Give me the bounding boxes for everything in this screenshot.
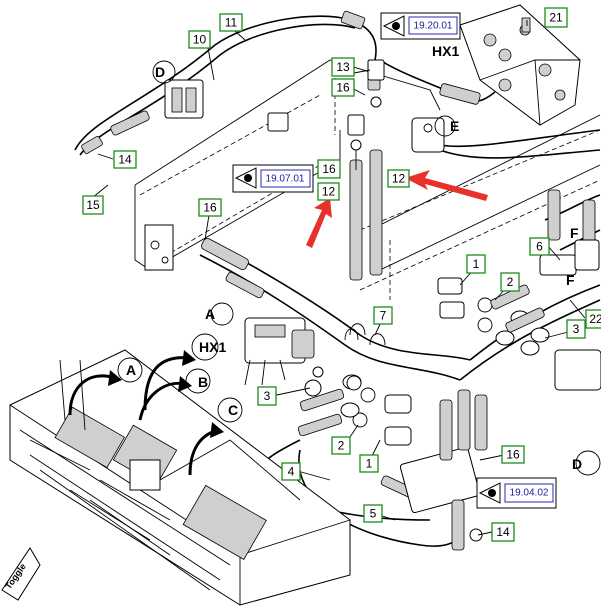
callout-2-right[interactable]: 2	[500, 272, 520, 292]
hose-clips	[344, 323, 386, 346]
svg-text:2: 2	[507, 275, 514, 289]
svg-text:16: 16	[322, 162, 336, 176]
svg-text:1: 1	[473, 257, 480, 271]
svg-text:14: 14	[496, 525, 510, 539]
callout-21[interactable]: 21	[544, 7, 568, 28]
svg-text:5: 5	[370, 507, 377, 521]
callout-14-top[interactable]: 14	[113, 150, 137, 169]
svg-text:10: 10	[193, 33, 207, 47]
ref-number-top: 19.20.01	[414, 21, 453, 32]
detail-a-motor	[244, 317, 362, 397]
callout-16-left[interactable]: 16	[198, 198, 222, 217]
overview-arrows	[68, 350, 224, 476]
red-arrows	[306, 170, 488, 248]
callout-10[interactable]: 10	[188, 30, 211, 49]
callout-12-left[interactable]: 12	[317, 182, 340, 201]
callout-16-bottom[interactable]: 16	[501, 445, 525, 464]
ref-box-mid[interactable]: 19.07.01	[232, 164, 314, 193]
view-letter-a-detail: A	[205, 306, 215, 322]
callout-16-mid[interactable]: 16	[317, 159, 341, 179]
svg-text:22: 22	[589, 312, 601, 326]
svg-text:2: 2	[338, 439, 345, 453]
view-letter-d-right: D	[572, 456, 582, 472]
hx1-valve-block	[459, 4, 581, 126]
svg-text:13: 13	[336, 60, 350, 74]
hx1-circle-label: HX1	[199, 339, 226, 355]
callout-7[interactable]: 7	[373, 306, 393, 325]
fittings-right	[437, 277, 601, 391]
svg-text:4: 4	[288, 465, 295, 479]
view-letter-a-circle: A	[126, 362, 136, 378]
callout-6[interactable]: 6	[529, 237, 550, 256]
svg-text:12: 12	[322, 185, 336, 199]
view-letter-f-top: F	[570, 225, 579, 241]
callout-4[interactable]: 4	[281, 462, 301, 481]
clamp-d	[164, 79, 204, 119]
callout-5[interactable]: 5	[363, 504, 383, 523]
callout-22[interactable]: 22	[585, 309, 601, 329]
svg-text:7: 7	[380, 309, 387, 323]
svg-text:16: 16	[336, 81, 350, 95]
view-letter-d-top: D	[155, 64, 165, 80]
callout-3-right[interactable]: 3	[566, 319, 586, 339]
svg-text:21: 21	[549, 11, 563, 25]
callout-1-left[interactable]: 1	[359, 454, 379, 473]
ref-box-bottom[interactable]: 19.04.02	[476, 477, 557, 509]
view-eye-icon	[382, 15, 405, 37]
callout-15[interactable]: 15	[82, 195, 104, 215]
callout-13[interactable]: 13	[331, 57, 355, 77]
ref-box-top[interactable]: 19.20.01	[380, 12, 461, 40]
svg-text:12: 12	[392, 172, 406, 186]
callout-14-bottom[interactable]: 14	[491, 522, 515, 542]
svg-text:15: 15	[86, 198, 100, 212]
callout-1-right[interactable]: 1	[466, 254, 486, 274]
view-letter-c-circle: C	[228, 402, 238, 418]
svg-text:6: 6	[536, 240, 543, 254]
svg-text:14: 14	[118, 153, 132, 167]
svg-text:16: 16	[203, 201, 217, 215]
callout-16-top[interactable]: 16	[331, 78, 355, 97]
callout-11[interactable]: 11	[219, 13, 243, 32]
callout-12-right[interactable]: 12	[387, 169, 410, 188]
svg-text:11: 11	[225, 16, 238, 30]
ref-number-mid: 19.07.01	[266, 174, 305, 185]
hx1-top-label: HX1	[432, 43, 459, 59]
view-eye-icon	[234, 167, 257, 189]
view-letter-b-circle: B	[198, 374, 208, 390]
view-letter-e: E	[450, 118, 459, 134]
view-eye-icon	[478, 482, 501, 504]
svg-text:16: 16	[506, 448, 520, 462]
callout-3-left[interactable]: 3	[257, 386, 277, 406]
svg-text:1: 1	[366, 457, 373, 471]
machine-overview	[9, 349, 351, 606]
view-letters: D E F F A A HX1 B C D HX1	[117, 43, 601, 476]
callout-2-left[interactable]: 2	[331, 436, 351, 455]
toggle-badge[interactable]: Toggle	[1, 547, 41, 601]
view-letter-f-bottom: F	[566, 272, 575, 288]
clamp-e	[411, 117, 445, 153]
bottom-hoses	[257, 389, 488, 551]
svg-text:3: 3	[264, 389, 271, 403]
svg-text:3: 3	[573, 322, 580, 336]
ref-number-bottom: 19.04.02	[510, 488, 549, 499]
